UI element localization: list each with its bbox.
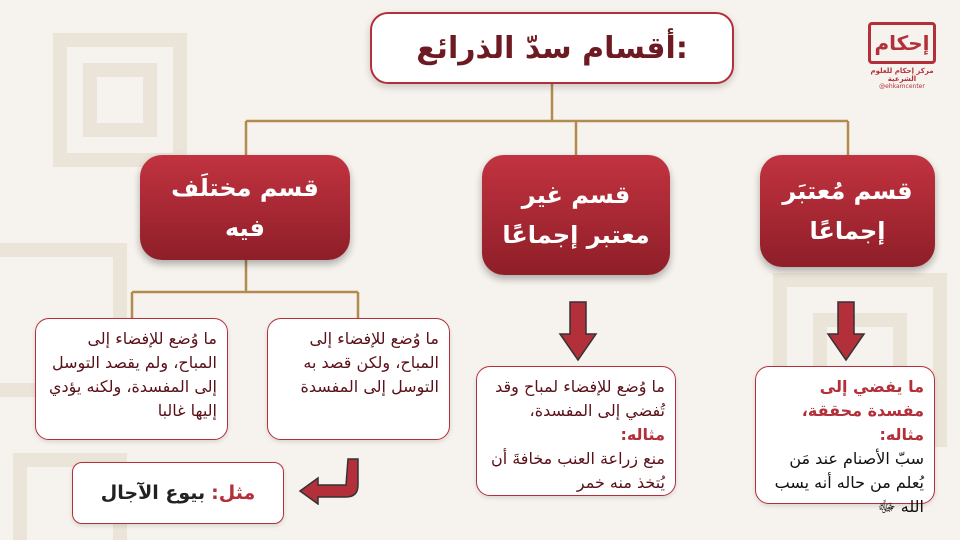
diagram-title-text: أقسام سدّ الذرائع: — [416, 30, 688, 66]
diagram-title: أقسام سدّ الذرائع: — [370, 12, 734, 84]
arrow-down-agreed-icon — [826, 301, 866, 362]
description-agreed: ما يفضي إلى مفسدة محققة، مثاله: سبّ الأص… — [755, 366, 935, 516]
category-agreed-label: قسم مُعتبَر إجماعًا — [782, 177, 913, 245]
description-disputed-intended: ما وُضع للإفضاء إلى المباح، ولكن قصد به … — [267, 318, 450, 440]
description-disputed-unintended: ما وُضع للإفضاء إلى المباح، ولم يقصد الت… — [35, 318, 228, 440]
category-rejected: قسم غير معتبر إجماعًا — [482, 155, 670, 275]
description-rejected-text: ما وُضع للإفضاء لمباح وقد تُفضي إلى المف… — [495, 377, 665, 420]
description-agreed-example-label: مثاله: — [879, 425, 924, 444]
description-disputed-unintended-text: ما وُضع للإفضاء إلى المباح، ولم يقصد الت… — [48, 329, 217, 420]
description-rejected-example-label: مثاله: — [620, 425, 665, 444]
logo-subtitle: مركز إحكام للعلوم الشرعية — [870, 67, 934, 83]
category-disputed-label: قسم مختلَف فيه — [171, 173, 319, 242]
example-text: بيوع الآجال — [100, 482, 206, 504]
description-agreed-text: ما يفضي إلى مفسدة محققة، — [801, 377, 924, 420]
category-agreed: قسم مُعتبَر إجماعًا — [760, 155, 935, 267]
category-disputed: قسم مختلَف فيه — [140, 155, 350, 260]
description-agreed-example-text: سبّ الأصنام عند مَن يُعلم من حاله أنه يس… — [774, 449, 924, 516]
logo-mark: إحكام — [868, 22, 936, 64]
curved-arrow-icon — [298, 458, 359, 505]
logo: إحكام مركز إحكام للعلوم الشرعية @ehkamce… — [862, 22, 942, 90]
description-rejected-example-text: منع زراعة العنب مخافةَ أن يُتخذ منه خمر — [490, 449, 665, 492]
logo-handle: @ehkamcenter — [879, 83, 925, 90]
example-label: مثل: — [211, 482, 256, 504]
description-disputed-intended-text: ما وُضع للإفضاء إلى المباح، ولكن قصد به … — [300, 329, 439, 396]
example-box: مثل: بيوع الآجال — [72, 462, 284, 524]
arrow-down-rejected-icon — [558, 301, 598, 362]
description-rejected: ما وُضع للإفضاء لمباح وقد تُفضي إلى المف… — [476, 366, 676, 496]
category-rejected-label: قسم غير معتبر إجماعًا — [502, 181, 650, 249]
